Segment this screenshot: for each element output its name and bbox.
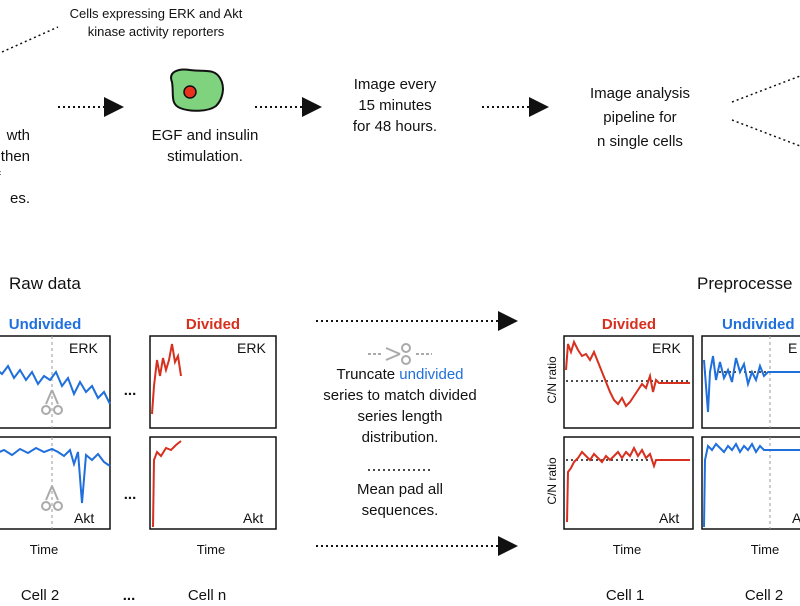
truncate-line4: distribution. xyxy=(361,429,439,446)
raw-divided-akt-panel xyxy=(149,436,277,530)
pre-undivided-akt-trace xyxy=(703,442,800,528)
stimulation-line1: EGF and insulin xyxy=(151,127,259,144)
pre-undivided-time-label: Time xyxy=(750,542,780,557)
raw-ellipsis-top: ... xyxy=(123,382,137,399)
pad-line1: Mean pad all xyxy=(357,481,443,498)
raw-undivided-erk-trace xyxy=(0,364,111,405)
raw-data-title: Raw data xyxy=(9,274,81,293)
nucleus-icon xyxy=(183,85,197,99)
analysis-label: Image analysis pipeline for n single cel… xyxy=(565,82,715,154)
pre-undivided-erk-label: E xyxy=(788,340,798,356)
mean-pad-description: Mean pad all sequences. xyxy=(300,479,500,521)
preprocessed-title: Preprocesse xyxy=(697,274,793,293)
pre-divided-akt-panel xyxy=(563,436,694,530)
pre-erk-ylabel: C/N ratio xyxy=(545,356,559,404)
imaging-line2: 15 minutes xyxy=(358,97,432,114)
raw-divided-label: Divided xyxy=(185,316,241,333)
analysis-line2: pipeline for xyxy=(603,109,677,126)
reporters-label: Cells expressing ERK and Akt kinase acti… xyxy=(60,5,252,41)
pre-divided-erk-trace xyxy=(565,339,690,408)
stimulation-line2: stimulation. xyxy=(167,148,243,165)
raw-divided-akt-label: Akt xyxy=(243,510,264,526)
growth-line2: , then xyxy=(0,148,30,165)
pre-divided-erk-label: ERK xyxy=(652,340,681,356)
raw-undivided-erk-label: ERK xyxy=(69,340,98,356)
raw-undivided-label: Undivided xyxy=(8,316,82,333)
pre-divided-time-label: Time xyxy=(612,542,642,557)
analysis-line1: Image analysis xyxy=(589,85,691,102)
pre-undivided-erk-trace xyxy=(703,355,800,413)
cell-2-label: Cell 2 xyxy=(20,587,60,604)
pre-divided-erk-panel xyxy=(563,335,694,429)
reporters-label-line2: kinase activity reporters xyxy=(87,24,225,39)
truncate-description: Truncate undivided series to match divid… xyxy=(300,364,500,448)
cell-icon xyxy=(170,68,224,112)
growth-description: wth , then of es. xyxy=(0,125,30,209)
raw-ellipsis-bottom: ... xyxy=(123,486,137,503)
imaging-line1: Image every xyxy=(353,76,437,93)
pre-undivided-erk-panel xyxy=(701,335,800,429)
raw-divided-time-label: Time xyxy=(196,542,226,557)
raw-undivided-akt-trace xyxy=(0,446,111,504)
raw-divided-erk-trace xyxy=(151,343,182,415)
raw-undivided-time-label: Time xyxy=(29,542,59,557)
scissors-icon xyxy=(368,343,432,365)
pre-undivided-akt-panel xyxy=(701,436,800,530)
scissors-icon xyxy=(41,389,63,415)
truncate-word: Truncate xyxy=(336,366,396,383)
pre-divided-label: Divided xyxy=(601,316,657,333)
pre-cell-2-label: Cell 2 xyxy=(744,587,784,604)
truncate-line1: Truncate undivided xyxy=(300,364,500,385)
pre-akt-ylabel: C/N ratio xyxy=(545,457,559,505)
pre-divided-akt-label: Akt xyxy=(659,510,680,526)
pad-line2: sequences. xyxy=(361,502,439,519)
pre-cell-1-label: Cell 1 xyxy=(605,587,645,604)
pre-divided-akt-trace xyxy=(566,445,690,523)
growth-line3: of xyxy=(0,167,30,188)
raw-divided-erk-panel xyxy=(149,335,277,429)
raw-divided-akt-trace xyxy=(152,440,182,528)
growth-line1: wth xyxy=(6,127,30,144)
raw-undivided-akt-label: Akt xyxy=(74,510,95,526)
imaging-line3: for 48 hours. xyxy=(352,118,438,135)
undivided-word: undivided xyxy=(399,366,464,383)
cell-ellipsis: ... xyxy=(122,587,136,604)
analysis-line3: n single cells xyxy=(597,133,683,150)
cell-n-label: Cell n xyxy=(187,587,227,604)
growth-line4: es. xyxy=(9,190,30,207)
truncate-line3: series length xyxy=(357,408,443,425)
stimulation-label: EGF and insulin stimulation. xyxy=(130,125,280,167)
scissors-icon xyxy=(41,485,63,511)
truncate-line2: series to match divided xyxy=(323,387,477,404)
reporter-pointer-line xyxy=(1,26,59,53)
reporters-label-line1: Cells expressing ERK and Akt xyxy=(69,6,243,21)
branch-line-down xyxy=(731,119,800,147)
branch-line-up xyxy=(731,75,800,103)
raw-divided-erk-label: ERK xyxy=(237,340,266,356)
pre-undivided-akt-label: A xyxy=(792,510,800,526)
pre-undivided-label: Undivided xyxy=(722,316,795,333)
imaging-label: Image every 15 minutes for 48 hours. xyxy=(325,74,465,137)
